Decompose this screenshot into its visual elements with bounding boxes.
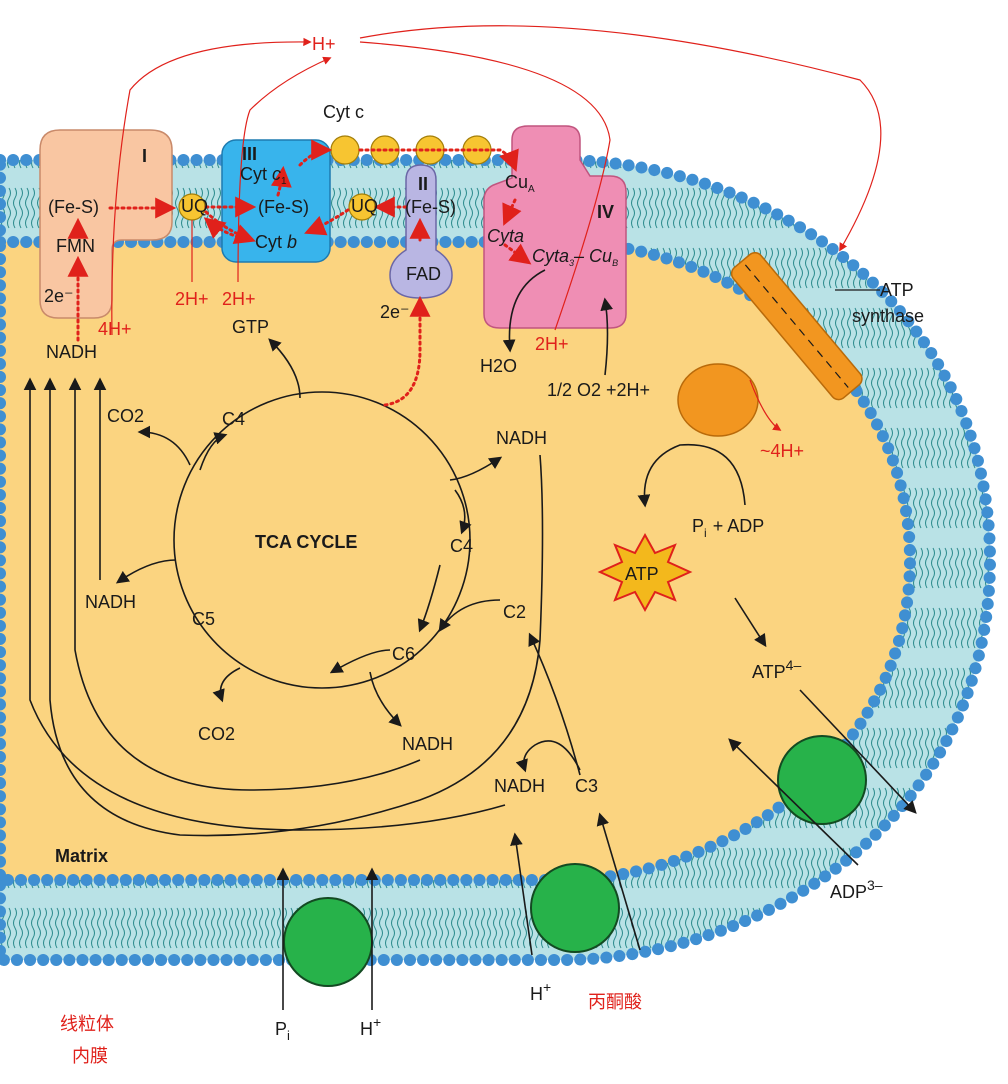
- nadh-left-label: NADH: [85, 592, 136, 612]
- atp-burst-label: ATP: [625, 564, 659, 584]
- pyruvate-label: 丙酮酸: [588, 992, 642, 1013]
- pi-bottom-label: Pi: [275, 1019, 290, 1043]
- fmn-label: FMN: [56, 236, 95, 256]
- c5-label: C5: [192, 609, 215, 629]
- cyt-c-label: Cyt c: [323, 102, 364, 122]
- fad-label: FAD: [406, 264, 441, 284]
- c2-label: C2: [503, 602, 526, 622]
- co2-1-label: CO2: [107, 406, 144, 426]
- fe-s-complex-II: (Fe-S): [405, 197, 456, 217]
- adp-3-minus-label: ADP3–: [830, 877, 883, 902]
- transporter-pi: [283, 897, 373, 987]
- cu-a-label: CuA: [505, 172, 535, 195]
- transporter-adp-atp: [777, 735, 867, 825]
- atp-4-minus-label: ATP4–: [752, 657, 801, 682]
- c4-right-label: C4: [450, 536, 473, 556]
- nadh-top-label: NADH: [46, 342, 97, 362]
- nadh-right-label: NADH: [496, 428, 547, 448]
- fe-s-complex-III: (Fe-S): [258, 197, 309, 217]
- two-electrons-1: 2e⁻: [44, 286, 74, 306]
- two-electrons-2: 2e⁻: [380, 302, 410, 322]
- two-h-plus-a: 2H+: [175, 289, 209, 309]
- oxygen-label: 1/2 O2 +2H+: [547, 380, 650, 400]
- nadh-bottom-label: NADH: [402, 734, 453, 754]
- tca-circle: [173, 391, 471, 689]
- cyt-a-label: Cyta: [487, 226, 524, 246]
- two-h-plus-c: 2H+: [535, 334, 569, 354]
- co2-2-label: CO2: [198, 724, 235, 744]
- four-h-plus-2: ~4H+: [760, 441, 804, 461]
- complex-III-label: III: [242, 144, 257, 164]
- uq-1-label: UQ: [181, 196, 208, 216]
- tca-arrows: [23, 269, 917, 1010]
- nadh-pyruvate-label: NADH: [494, 776, 545, 796]
- gtp-label: GTP: [232, 317, 269, 337]
- c4-top-label: C4: [222, 409, 245, 429]
- atp-synthase: [730, 252, 863, 401]
- complex-II-label: II: [418, 174, 428, 194]
- two-h-plus-b: 2H+: [222, 289, 256, 309]
- membrane-label-2: 内膜: [72, 1046, 108, 1067]
- complex-I-label: I: [142, 146, 147, 166]
- fe-s-complex-I: (Fe-S): [48, 197, 99, 217]
- h-plus-top-label: H+: [312, 34, 336, 54]
- membrane-label-1: 线粒体: [60, 1014, 114, 1035]
- cyt-a3-label: Cyta3– CuB: [532, 246, 618, 268]
- cyt-c1-label: Cyt c1: [240, 164, 287, 187]
- matrix-label: Matrix: [55, 846, 108, 866]
- atp-synthase-label-2: synthase: [852, 306, 924, 326]
- electron-paths: [67, 139, 532, 407]
- atp-synthase-head: [677, 363, 759, 437]
- cyt-b-label: Cyt b: [255, 232, 297, 252]
- c3-label: C3: [575, 776, 598, 796]
- c6-label: C6: [392, 644, 415, 664]
- transporter-pyruvate: [530, 863, 620, 953]
- atp-synthase-label-1: ATP: [880, 280, 914, 300]
- complex-IV: [483, 125, 627, 329]
- h-plus-bottom-2: H+: [530, 979, 551, 1004]
- pi-adp-label: Pi+ ADP: [692, 516, 764, 540]
- four-h-plus-1: 4H+: [98, 319, 132, 339]
- h-plus-bottom-1: H+: [360, 1014, 381, 1039]
- uq-2-label: UQ: [351, 196, 378, 216]
- atp-starburst: [597, 532, 693, 613]
- h2o-label: H2O: [480, 356, 517, 376]
- complex-IV-label: IV: [597, 202, 614, 222]
- tca-cycle-label: TCA CYCLE: [255, 532, 357, 552]
